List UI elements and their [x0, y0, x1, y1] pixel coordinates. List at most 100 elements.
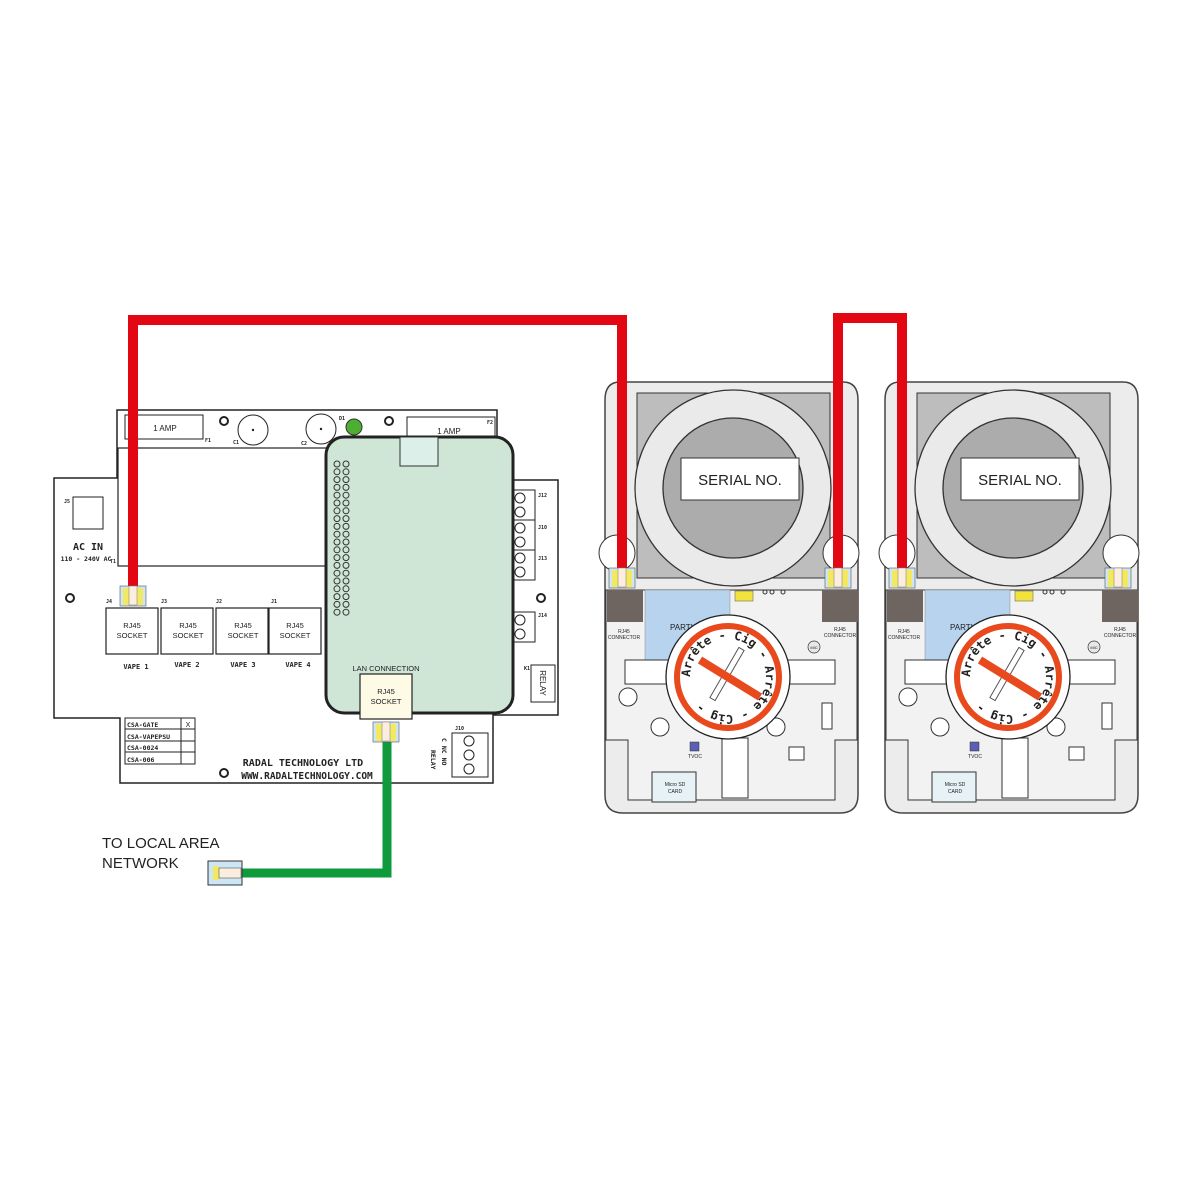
led-d1 [345, 418, 363, 436]
variant-code: CSA-GATE [127, 721, 158, 729]
lan-connection-label: LAN CONNECTION [352, 664, 419, 673]
sd-label: CARD [948, 789, 963, 795]
header-pin [342, 468, 350, 476]
socket-vape-2[interactable]: J3 RJ45 SOCKET VAPE 2 [160, 599, 214, 669]
relay-ref: K1 [524, 666, 530, 672]
transformer-area [117, 447, 331, 567]
micro-sd-slot[interactable] [931, 771, 977, 803]
header-pin [342, 460, 350, 468]
terminal-blocks [512, 489, 536, 643]
rj45-connector-left[interactable] [607, 590, 643, 622]
cap-c2-ref: C2 [301, 441, 307, 447]
variant-table: CSA-GATE X CSA-VAPEPSU CSA-0024 CSA-006 [124, 717, 196, 765]
terminal-ref: J10 [538, 525, 547, 531]
lan-socket[interactable]: RJ45 SOCKET [359, 673, 413, 720]
rj45-connector-left[interactable] [887, 590, 923, 622]
socket-name: VAPE 1 [123, 663, 148, 671]
connector-label: RJ45 [834, 627, 846, 633]
socket-name: VAPE 3 [230, 661, 255, 669]
connector-label: CONNECTOR [824, 633, 857, 639]
rj45-connector-right[interactable] [822, 590, 858, 622]
relay-terminal-label: RELAY [429, 750, 437, 770]
serial-number-text: SERIAL NO. [698, 472, 782, 489]
lan-destination-label: NETWORK [102, 855, 179, 872]
header-pin [342, 585, 350, 593]
header-pin [333, 538, 341, 546]
socket-vape-1[interactable]: J4 RJ45 SOCKET VAPE 1 [105, 599, 159, 671]
socket-vape-3[interactable]: J2 RJ45 SOCKET VAPE 3 [215, 599, 269, 669]
connector-label: RJ45 [618, 629, 630, 635]
tvoc-sensor [689, 741, 700, 752]
arrete-cig-logo: Arrête - Cig - Arrête - Cig - [945, 614, 1071, 740]
controller-board: 1 AMP F1 1 AMP F2 C1 C2 D1 J5 AC IN 110 … [53, 409, 559, 784]
header-pin [333, 585, 341, 593]
header-pin [333, 600, 341, 608]
ac-in-connector [72, 496, 104, 530]
relay-label: RELAY [538, 670, 547, 696]
rj45-connector-right[interactable] [1102, 590, 1138, 622]
header-pin [333, 554, 341, 562]
tvoc-label: TVOC [968, 754, 982, 760]
connector-label: CONNECTOR [888, 635, 921, 641]
lan-plug[interactable] [207, 860, 243, 886]
header-pin [333, 491, 341, 499]
header-pin [342, 538, 350, 546]
tvoc-sensor [969, 741, 980, 752]
lan-socket-label: SOCKET [371, 697, 402, 706]
micro-sd-slot[interactable] [651, 771, 697, 803]
header-pin [333, 593, 341, 601]
header-pin [342, 569, 350, 577]
socket-label: SOCKET [173, 631, 204, 640]
rj45-plug[interactable] [824, 567, 852, 589]
variant-code: CSA-VAPEPSU [127, 733, 170, 741]
rj45-plug[interactable] [372, 721, 400, 743]
vape-sensor-device: SERIAL NO. RJ45 CONNECTOR RJ45 CONNECTOR… [878, 381, 1140, 814]
header-pin [342, 561, 350, 569]
header-pin [342, 608, 350, 616]
header-pin [333, 577, 341, 585]
header-pin [342, 483, 350, 491]
header-pin [342, 530, 350, 538]
header-pin [333, 522, 341, 530]
cap-c1-ref: C1 [233, 440, 239, 446]
header-pin [342, 507, 350, 515]
header-pin [342, 499, 350, 507]
variant-mark: X [186, 722, 191, 729]
serial-number-label [680, 457, 800, 501]
socket-vape-4[interactable]: J1 RJ45 SOCKET VAPE 4 [268, 599, 322, 669]
fuse-f2-label: 1 AMP [437, 427, 461, 436]
relay-pins-label: C NC NO [440, 738, 448, 765]
terminal-ref: J13 [538, 556, 547, 562]
mic-label: MIC [810, 645, 817, 650]
socket-label: SOCKET [228, 631, 259, 640]
rj45-plug[interactable] [119, 585, 147, 607]
rj45-plug[interactable] [608, 567, 636, 589]
ac-in-ref: J5 [64, 499, 70, 505]
header-pin [333, 561, 341, 569]
socket-ref: J2 [216, 599, 222, 605]
tvoc-label: TVOC [688, 754, 702, 760]
module-tab [399, 436, 439, 467]
lan-socket-label: RJ45 [377, 687, 395, 696]
socket-ref: J1 [271, 599, 277, 605]
terminal-ref: J14 [538, 613, 547, 619]
rj45-plug[interactable] [1104, 567, 1132, 589]
fuse-f1-label: 1 AMP [153, 424, 177, 433]
variant-code: CSA-006 [127, 756, 154, 764]
header-pin [333, 507, 341, 515]
sd-label: Micro SD [945, 782, 966, 788]
socket-label: SOCKET [117, 631, 148, 640]
connector-label: CONNECTOR [1104, 633, 1137, 639]
serial-number-label [960, 457, 1080, 501]
rj45-plug[interactable] [888, 567, 916, 589]
header-pin [333, 483, 341, 491]
header-pin [342, 600, 350, 608]
socket-label: RJ45 [123, 621, 141, 630]
header-pin [342, 593, 350, 601]
mic-label: MIC [1090, 645, 1097, 650]
microphone [1087, 640, 1101, 654]
data-cable-1 [128, 315, 627, 590]
variant-code: CSA-0024 [127, 744, 158, 752]
